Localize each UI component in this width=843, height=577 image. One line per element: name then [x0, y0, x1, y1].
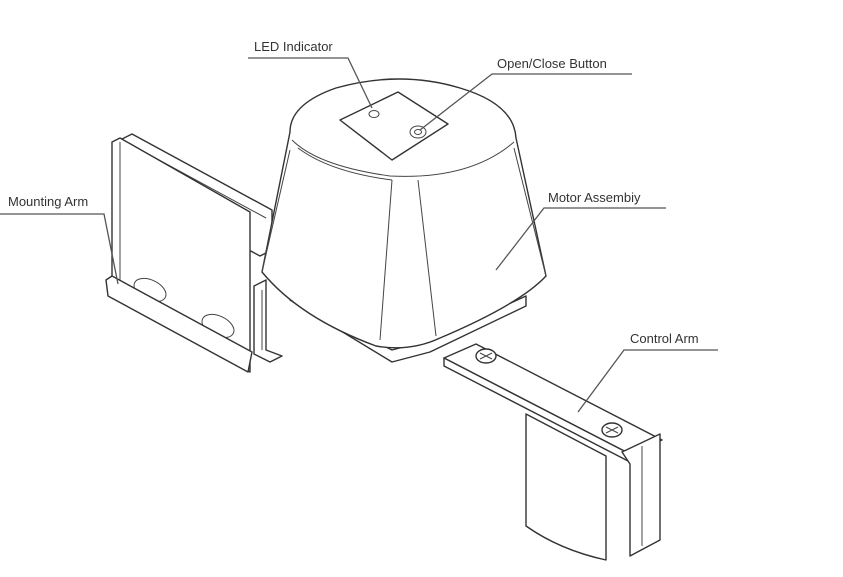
led-indicator-label: LED Indicator	[254, 39, 333, 54]
callout-lines	[0, 57, 718, 413]
mounting-arm	[105, 133, 283, 373]
control-arm-label: Control Arm	[630, 331, 699, 346]
mounting-arm-label: Mounting Arm	[8, 194, 88, 209]
open-close-button-label: Open/Close Button	[497, 56, 607, 71]
motor-assembly-label: Motor Assembiy	[548, 190, 641, 205]
screw-icon	[475, 348, 497, 364]
open-close-button-icon	[409, 125, 427, 139]
led-indicator-icon	[368, 110, 380, 118]
control-arm	[443, 343, 663, 561]
motor-assembly	[261, 78, 547, 363]
screw-icon	[601, 422, 623, 438]
